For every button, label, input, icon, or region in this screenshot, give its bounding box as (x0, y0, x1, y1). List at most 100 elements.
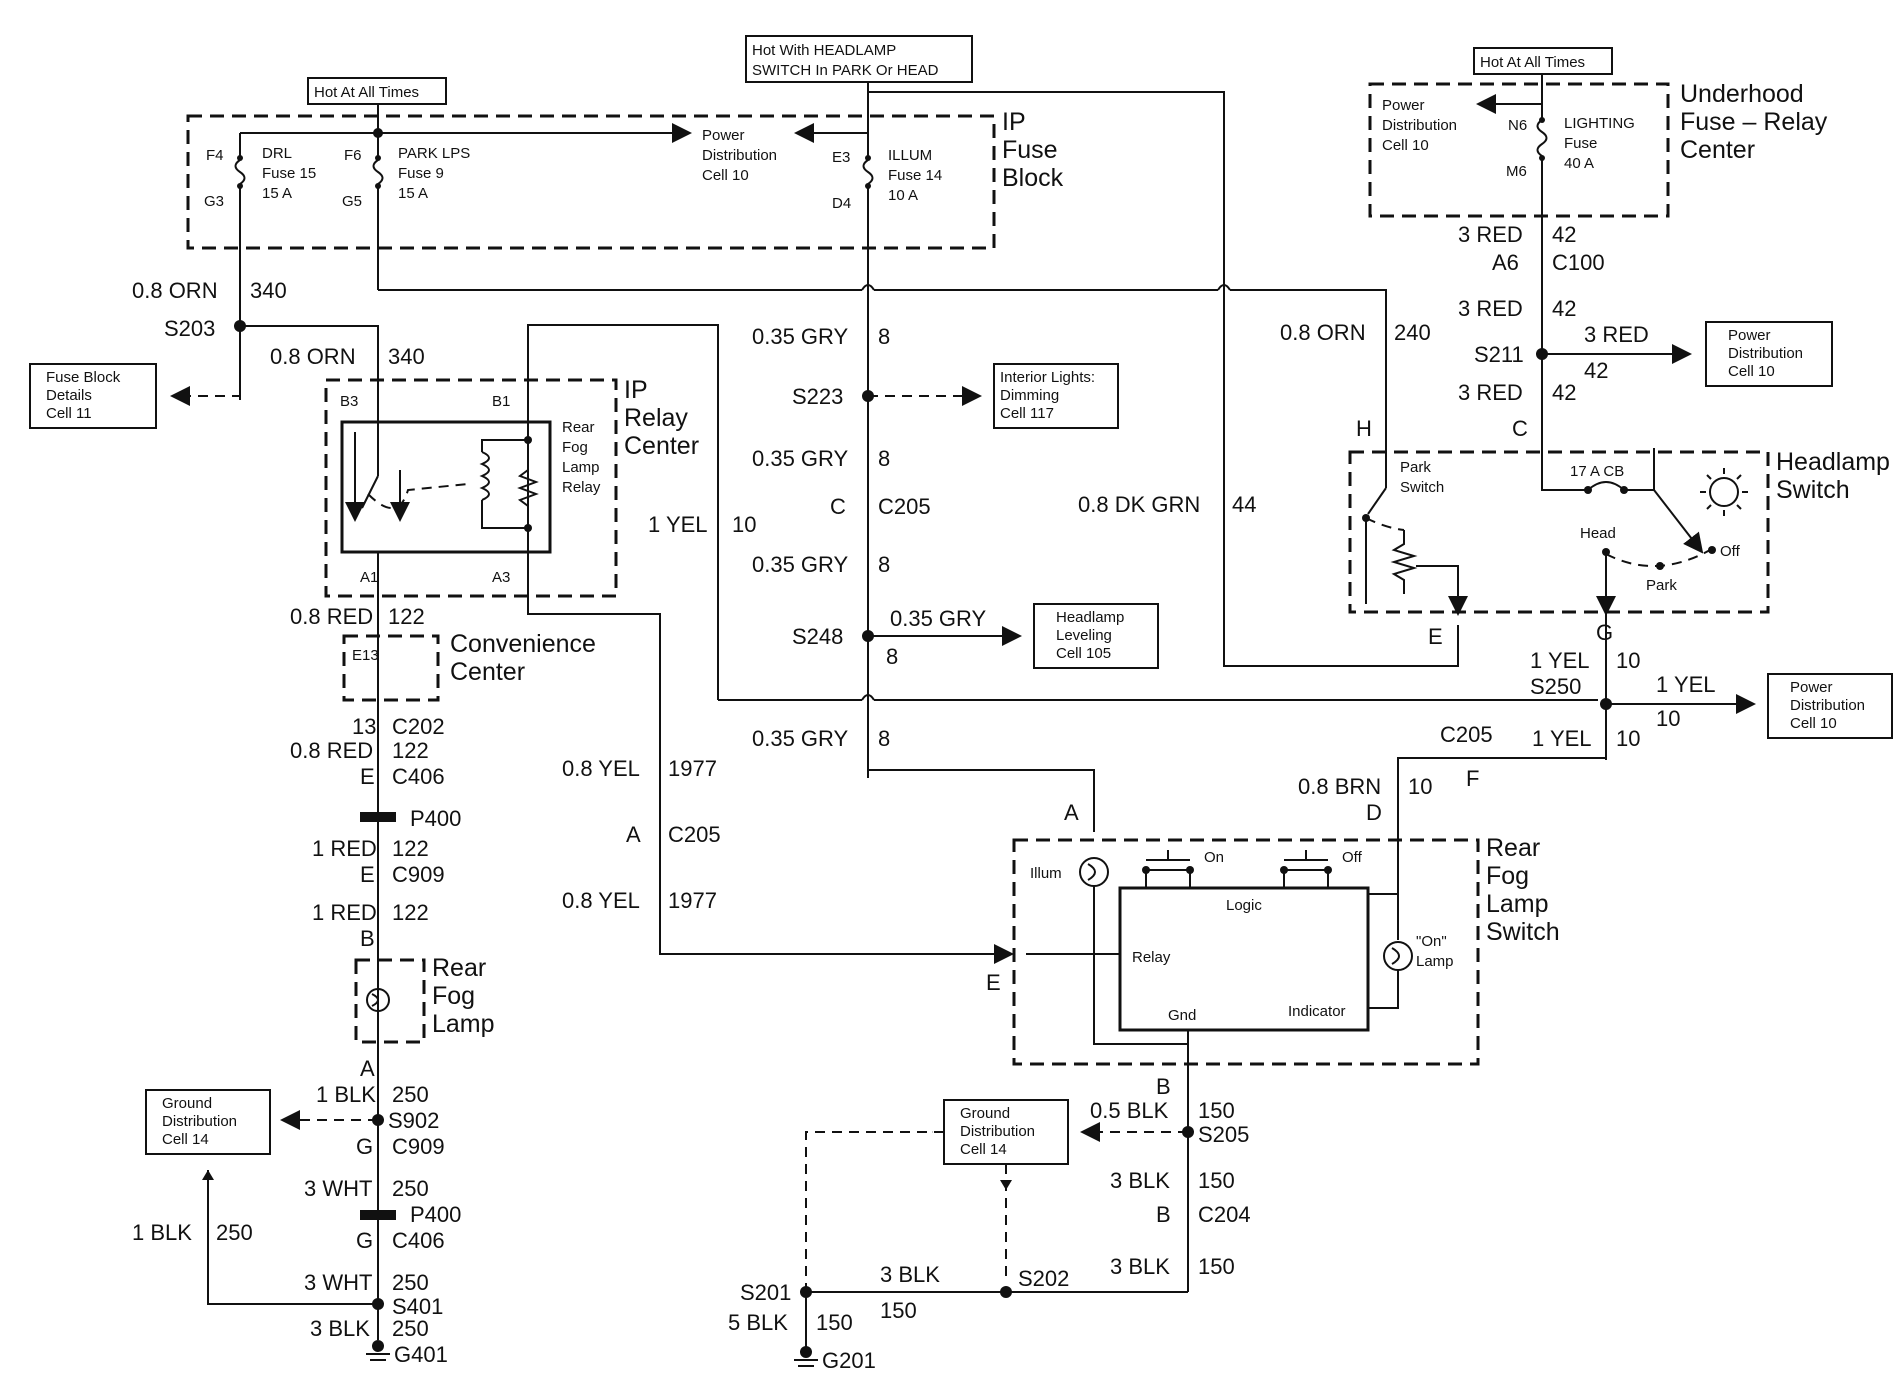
ground-g201-icon (794, 1346, 818, 1367)
svg-text:A: A (626, 822, 641, 847)
svg-text:10: 10 (1408, 774, 1432, 799)
ip-relay-center-outline (324, 378, 618, 598)
hot-at-all-times-right-badge: Hot At All Times (1473, 47, 1613, 75)
convenience-center-label: Convenience Center (450, 630, 596, 686)
ip-fuse-block-outline (186, 114, 996, 250)
svg-text:1 RED: 1 RED (312, 836, 377, 861)
svg-text:B1: B1 (492, 393, 510, 410)
svg-text:Fuse 15: Fuse 15 (262, 165, 316, 182)
rear-fog-lamp-switch-label: Rear Fog Lamp Switch (1486, 834, 1560, 946)
svg-text:G3: G3 (204, 193, 224, 210)
svg-text:1 RED: 1 RED (312, 900, 377, 925)
svg-text:Relay: Relay (562, 479, 601, 496)
svg-text:13: 13 (352, 714, 376, 739)
svg-text:H: H (1356, 416, 1372, 441)
svg-text:250: 250 (392, 1316, 429, 1341)
svg-text:E: E (360, 862, 375, 887)
p400-splice-icon (360, 812, 396, 822)
svg-text:A1: A1 (360, 569, 378, 586)
rear-fog-lamp-label: Rear Fog Lamp (432, 954, 495, 1038)
svg-text:E: E (1428, 624, 1443, 649)
svg-text:F: F (1466, 766, 1479, 791)
svg-text:Hot At All Times: Hot At All Times (314, 84, 419, 101)
svg-text:42: 42 (1552, 380, 1576, 405)
svg-text:3 WHT: 3 WHT (304, 1176, 372, 1201)
svg-text:S201: S201 (740, 1280, 791, 1305)
svg-text:Switch: Switch (1776, 476, 1850, 504)
svg-text:C: C (830, 494, 846, 519)
svg-text:240: 240 (1394, 320, 1431, 345)
power-distribution-s250-box: Power Distribution Cell 10 (1767, 673, 1893, 739)
drl-fuse-icon (234, 159, 246, 185)
svg-text:Fuse – Relay: Fuse – Relay (1680, 108, 1828, 136)
svg-text:3 BLK: 3 BLK (310, 1316, 370, 1341)
svg-text:N6: N6 (1508, 117, 1527, 134)
svg-text:Fuse Block: Fuse Block (46, 369, 121, 386)
svg-text:G: G (1596, 620, 1613, 645)
svg-text:Center: Center (624, 432, 699, 460)
svg-text:3 BLK: 3 BLK (880, 1262, 940, 1287)
svg-text:E: E (360, 764, 375, 789)
svg-text:5 BLK: 5 BLK (728, 1310, 788, 1335)
svg-text:P400: P400 (410, 806, 461, 831)
headlamp-switch-outline (1348, 450, 1770, 614)
svg-text:Lamp: Lamp (1486, 890, 1549, 918)
svg-text:Off: Off (1342, 849, 1363, 866)
rear-fog-lamp-bulb-icon (366, 988, 390, 1012)
svg-text:1 YEL: 1 YEL (1656, 672, 1716, 697)
svg-text:Distribution: Distribution (960, 1123, 1035, 1140)
drl-fuse-label: DRL Fuse 15 15 A (262, 145, 316, 202)
park-switch-icon (1362, 440, 1468, 616)
svg-text:Fog: Fog (562, 439, 588, 456)
svg-text:C205: C205 (878, 494, 931, 519)
svg-text:S205: S205 (1198, 1122, 1249, 1147)
svg-text:150: 150 (1198, 1254, 1235, 1279)
off-button-icon (1280, 850, 1332, 888)
svg-text:0.8 YEL: 0.8 YEL (562, 756, 640, 781)
svg-text:LIGHTING: LIGHTING (1564, 115, 1635, 132)
svg-text:0.8 RED: 0.8 RED (290, 738, 373, 763)
svg-text:Fuse 14: Fuse 14 (888, 167, 942, 184)
svg-text:Cell 10: Cell 10 (1728, 363, 1775, 380)
svg-text:G201: G201 (822, 1348, 876, 1373)
on-lamp-bulb-icon (1368, 832, 1413, 1009)
svg-text:On: On (1204, 849, 1224, 866)
power-distribution-underhood-label: Power Distribution Cell 10 (1382, 97, 1457, 154)
svg-text:0.35 GRY: 0.35 GRY (752, 324, 849, 349)
svg-text:B: B (1156, 1202, 1171, 1227)
relay-coil-icon (479, 400, 539, 552)
svg-text:Distribution: Distribution (1790, 697, 1865, 714)
svg-text:Fuse: Fuse (1564, 135, 1597, 152)
svg-text:15 A: 15 A (262, 185, 292, 202)
svg-text:40 A: 40 A (1564, 155, 1594, 172)
svg-text:44: 44 (1232, 492, 1256, 517)
svg-text:0.8 ORN: 0.8 ORN (270, 344, 356, 369)
park-switch-label: Park Switch (1400, 459, 1444, 496)
svg-text:C: C (1512, 416, 1528, 441)
svg-text:0.8 BRN: 0.8 BRN (1298, 774, 1381, 799)
relay-contacts-icon (345, 400, 469, 522)
svg-text:Cell 14: Cell 14 (162, 1131, 209, 1148)
fuse-block-details-box: Fuse Block Details Cell 11 (29, 363, 157, 429)
svg-text:"On": "On" (1416, 933, 1447, 950)
svg-text:250: 250 (216, 1220, 253, 1245)
svg-text:1 YEL: 1 YEL (1532, 726, 1592, 751)
svg-text:250: 250 (392, 1270, 429, 1295)
svg-text:Distribution: Distribution (162, 1113, 237, 1130)
svg-text:0.8 DK GRN: 0.8 DK GRN (1078, 492, 1200, 517)
park-fuse-icon (372, 159, 384, 185)
svg-text:S248: S248 (792, 624, 843, 649)
svg-text:S203: S203 (164, 316, 215, 341)
svg-text:0.35 GRY: 0.35 GRY (752, 726, 849, 751)
svg-text:S401: S401 (392, 1294, 443, 1319)
svg-text:Ground: Ground (960, 1105, 1010, 1122)
svg-text:250: 250 (392, 1082, 429, 1107)
svg-text:Rear: Rear (432, 954, 486, 982)
svg-text:3 WHT: 3 WHT (304, 1270, 372, 1295)
on-lamp-label: "On" Lamp (1416, 933, 1454, 970)
svg-text:S223: S223 (792, 384, 843, 409)
svg-text:A: A (360, 1056, 375, 1081)
svg-text:10: 10 (732, 512, 756, 537)
svg-text:P400: P400 (410, 1202, 461, 1227)
